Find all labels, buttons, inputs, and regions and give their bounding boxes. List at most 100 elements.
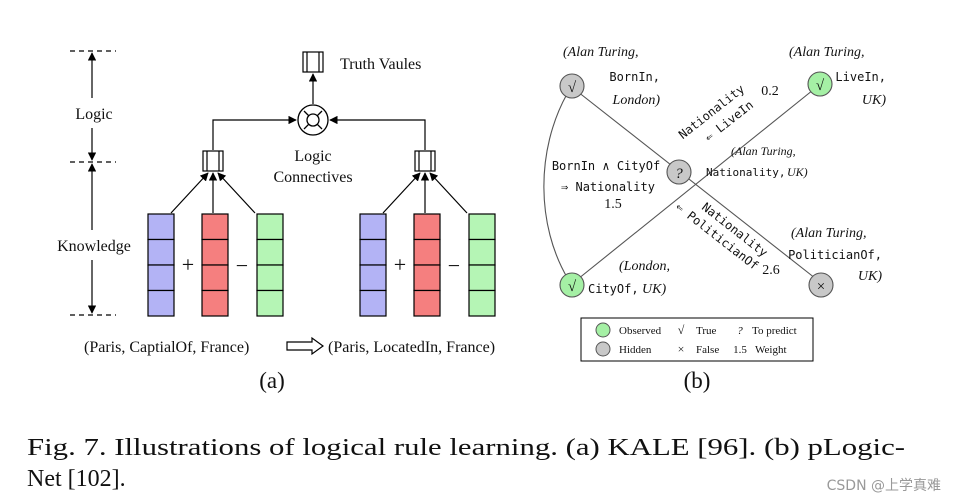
embedding-cell bbox=[201, 213, 229, 241]
legend-weight-sample: 1.5 bbox=[733, 344, 747, 356]
panel-a: Logic Knowledge Truth Vaules Logic Conne… bbox=[57, 50, 496, 393]
embedding-cell bbox=[256, 213, 284, 241]
node-label: UK) bbox=[642, 282, 666, 297]
truth-values-box bbox=[302, 51, 324, 73]
node-label: London) bbox=[612, 93, 661, 108]
legend-hidden: Hidden bbox=[619, 344, 652, 356]
relation-embedding bbox=[413, 213, 441, 317]
embedding-cell bbox=[413, 264, 441, 292]
node-label: (Alan Turing, bbox=[563, 45, 638, 60]
node-city-of: √ bbox=[559, 272, 585, 298]
embedding-cell bbox=[147, 238, 175, 266]
legend-to-predict: To predict bbox=[752, 325, 797, 337]
embedding-cell bbox=[413, 238, 441, 266]
embedding-cell bbox=[201, 264, 229, 292]
legend-false: False bbox=[696, 344, 719, 356]
head-embedding bbox=[359, 213, 387, 317]
embedding-cell bbox=[201, 238, 229, 266]
embedding-cell bbox=[147, 289, 175, 317]
panel-b-label: (b) bbox=[684, 368, 711, 393]
embedding-cell bbox=[147, 264, 175, 292]
embedding-cell bbox=[413, 213, 441, 241]
triple-located-in: (Paris, LocatedIn, France) bbox=[328, 339, 495, 356]
plus-sign-left: + bbox=[182, 252, 194, 277]
rule-body: BornIn ∧ CityOf bbox=[552, 159, 660, 173]
embedding-cell bbox=[468, 238, 496, 266]
node-label: (Alan Turing, bbox=[789, 45, 864, 60]
legend: Observed Hidden √ True × False ? To pred… bbox=[580, 317, 814, 362]
embedding-cell bbox=[256, 264, 284, 292]
node-live-in: √ bbox=[807, 71, 833, 97]
axis-label-logic: Logic bbox=[75, 106, 112, 123]
minus-sign-right: − bbox=[448, 253, 460, 278]
embedding-cell bbox=[468, 213, 496, 241]
rule-weight: 2.6 bbox=[762, 263, 780, 278]
embedding-cell bbox=[413, 289, 441, 317]
legend-true: True bbox=[696, 325, 716, 337]
rule-weight: 1.5 bbox=[604, 197, 622, 212]
watermark: CSDN @上学真难 bbox=[827, 478, 941, 494]
tail-embedding bbox=[256, 213, 284, 317]
node-label: CityOf, bbox=[588, 282, 639, 296]
plus-sign-right: + bbox=[394, 252, 406, 277]
node-label: Nationality, bbox=[706, 166, 785, 179]
embedding-cell bbox=[359, 238, 387, 266]
node-label: UK) bbox=[862, 93, 886, 108]
legend-weight: Weight bbox=[755, 344, 787, 356]
legend-observed: Observed bbox=[619, 325, 662, 337]
rule-head: ⇒ Nationality bbox=[561, 180, 655, 194]
panel-b: √ √ ? √ × (Alan Turing, BornIn, London) … bbox=[543, 45, 886, 393]
cross-icon: × bbox=[678, 342, 685, 356]
embedding-vectors bbox=[147, 213, 496, 317]
node-born-in: √ bbox=[559, 73, 585, 99]
hidden-swatch bbox=[595, 341, 611, 357]
embedding-cell bbox=[256, 289, 284, 317]
node-label: UK) bbox=[787, 165, 808, 179]
rule-politician-of: Nationality ⇐ PoliticianOf bbox=[673, 200, 771, 273]
node-label: (London, bbox=[619, 259, 670, 274]
node-label: LiveIn, bbox=[835, 70, 886, 84]
node-label: UK) bbox=[858, 269, 882, 284]
embedding-cell bbox=[201, 289, 229, 317]
figure-caption-line-2: Net [102]. bbox=[27, 466, 126, 492]
tail-embedding bbox=[468, 213, 496, 317]
question-icon: ? bbox=[675, 166, 683, 182]
cross-icon: × bbox=[817, 279, 825, 295]
node-label: BornIn, bbox=[609, 70, 660, 84]
truth-values-label: Truth Vaules bbox=[340, 56, 421, 73]
minus-sign-left: − bbox=[236, 253, 248, 278]
score-box-left bbox=[202, 150, 224, 172]
implication-arrow bbox=[286, 336, 325, 356]
node-label: (Alan Turing, bbox=[731, 144, 796, 158]
embedding-cell bbox=[468, 289, 496, 317]
embedding-cell bbox=[359, 213, 387, 241]
embedding-cell bbox=[256, 238, 284, 266]
node-label: (Alan Turing, bbox=[791, 226, 866, 241]
head-embedding bbox=[147, 213, 175, 317]
question-icon: ? bbox=[737, 325, 743, 337]
logic-connectives-label-2: Connectives bbox=[273, 169, 352, 186]
logic-connective-node bbox=[297, 104, 329, 136]
layer-axis bbox=[70, 50, 116, 316]
embedding-cell bbox=[359, 289, 387, 317]
embedding-cell bbox=[359, 264, 387, 292]
observed-swatch bbox=[595, 322, 611, 338]
score-box-right bbox=[414, 150, 436, 172]
triple-capital-of: (Paris, CaptialOf, France) bbox=[84, 339, 249, 356]
panel-a-label: (a) bbox=[259, 368, 285, 393]
check-icon: √ bbox=[816, 78, 825, 94]
node-label: PoliticianOf, bbox=[788, 248, 882, 262]
embedding-cell bbox=[468, 264, 496, 292]
node-politician-of: × bbox=[808, 272, 834, 298]
relation-embedding bbox=[201, 213, 229, 317]
axis-label-knowledge: Knowledge bbox=[57, 238, 131, 255]
graph-edges bbox=[543, 85, 821, 284]
check-icon: √ bbox=[568, 279, 577, 295]
logic-connectives-label-1: Logic bbox=[294, 148, 331, 165]
check-icon: √ bbox=[678, 323, 685, 337]
rule-weight: 0.2 bbox=[761, 84, 779, 99]
embedding-cell bbox=[147, 213, 175, 241]
figure-caption-line-1: Fig. 7. Illustrations of logical rule le… bbox=[27, 435, 905, 461]
check-icon: √ bbox=[568, 80, 577, 96]
node-nationality: ? bbox=[666, 159, 692, 185]
